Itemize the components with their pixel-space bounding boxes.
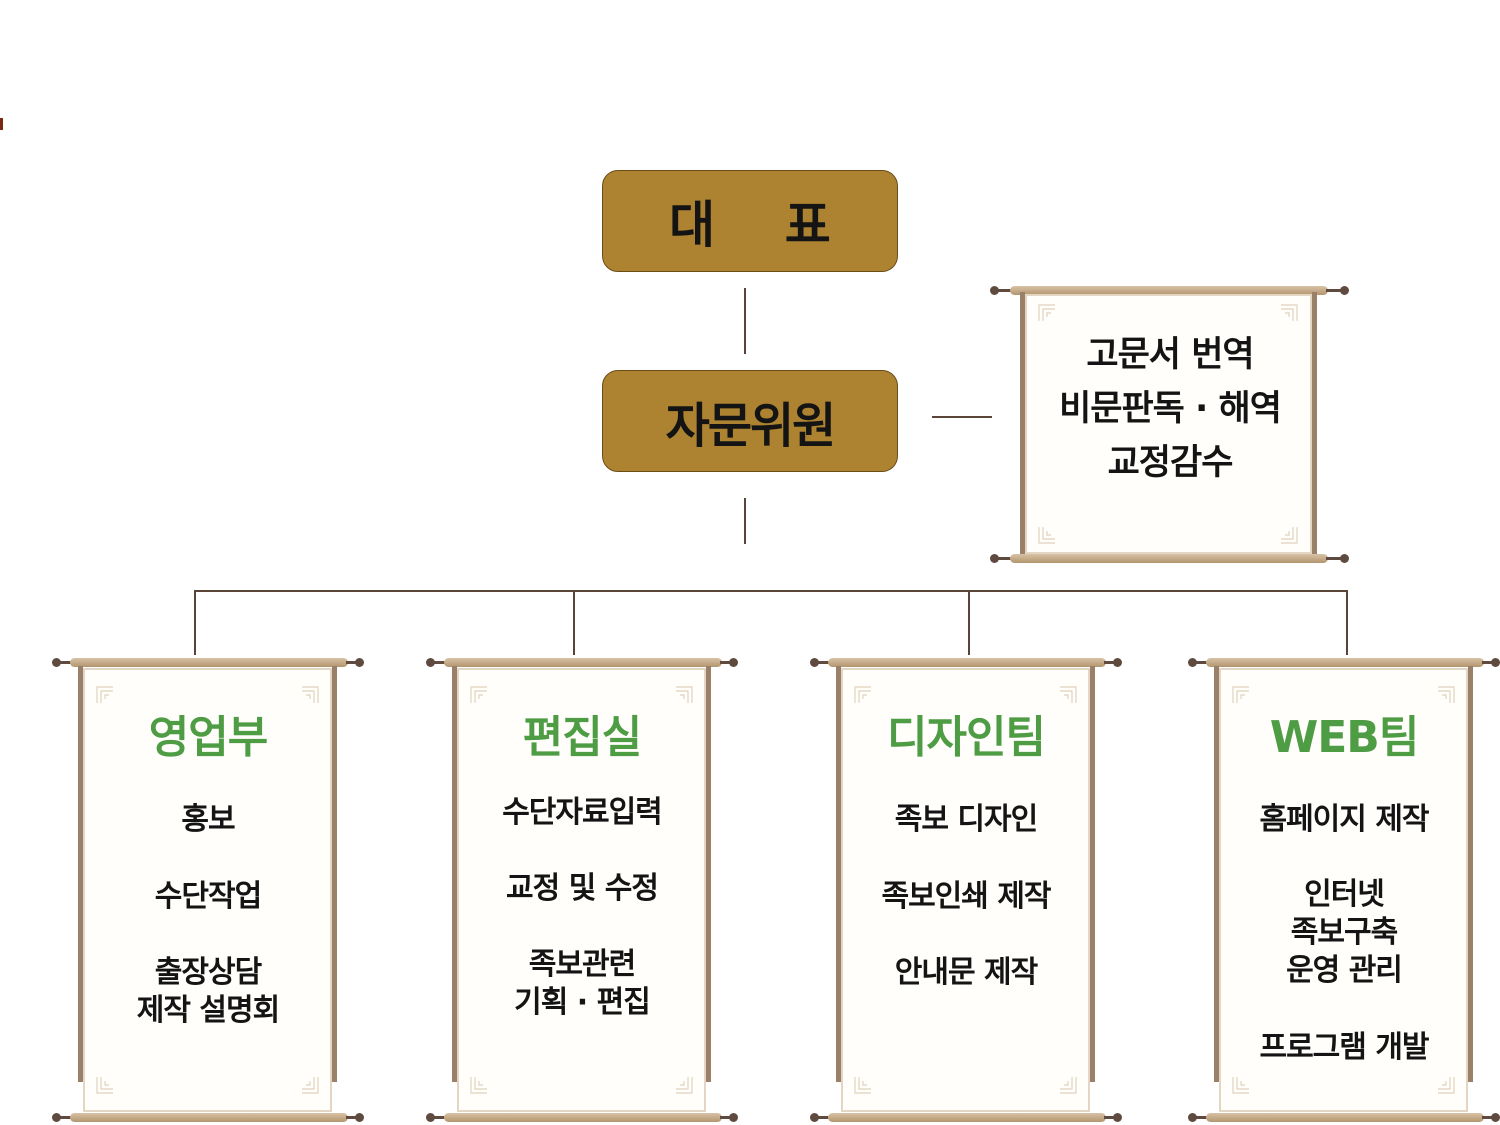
edge-mark	[0, 118, 3, 130]
advisory-duty-proofreading: 교정감수	[1107, 443, 1234, 483]
department-item-web-1: 홈페이지 제작	[1259, 802, 1429, 837]
connector-ceo-advisory	[744, 288, 746, 354]
branch-line-web	[1346, 590, 1348, 655]
department-title-editing: 편집실	[522, 712, 642, 763]
department-title-web: WEB팀	[1269, 712, 1420, 763]
advisory-duties-scroll: 고문서 번역 비문판독 · 해역 교정감수	[990, 286, 1350, 564]
department-item-editing-3: 족보관련 기획 · 편집	[514, 947, 651, 1020]
department-item-design-1: 족보 디자인	[894, 802, 1038, 837]
department-item-web-3: 프로그램 개발	[1259, 1030, 1429, 1065]
connector-advisory-departments	[744, 498, 746, 544]
department-item-sales-2: 수단작업	[154, 879, 262, 914]
department-item-sales-1: 홍보	[181, 802, 235, 837]
scroll-corner-ornament	[1038, 304, 1055, 321]
advisory-duty-inscription: 비문판독 · 해역	[1059, 389, 1282, 429]
advisory-label: 자문위원	[665, 398, 837, 454]
ceo-label: 대 표	[669, 196, 831, 254]
advisory-box: 자문위원	[602, 370, 898, 472]
department-item-web-2: 인터넷 족보구축 운영 관리	[1286, 877, 1403, 988]
branch-line-design	[968, 590, 970, 655]
department-title-sales: 영업부	[148, 712, 268, 763]
branch-line-sales	[194, 590, 196, 655]
scroll-corner-ornament	[1281, 527, 1298, 544]
department-item-design-2: 족보인쇄 제작	[881, 879, 1051, 914]
scroll-corner-ornament	[1281, 304, 1298, 321]
advisory-duty-translation: 고문서 번역	[1086, 335, 1254, 375]
connector-advisory-duties	[932, 416, 992, 418]
department-title-design: 디자인팀	[887, 712, 1046, 763]
department-item-sales-3: 출장상담 제작 설명회	[136, 955, 280, 1028]
advisory-duties-list: 고문서 번역 비문판독 · 해역 교정감수	[1010, 328, 1330, 490]
department-bus-line	[194, 590, 1348, 592]
department-item-design-3: 안내문 제작	[894, 955, 1038, 990]
scroll-corner-ornament	[1038, 527, 1055, 544]
ceo-box: 대 표	[602, 170, 898, 272]
department-item-editing-2: 교정 및 수정	[506, 871, 659, 906]
department-item-editing-1: 수단자료입력	[502, 795, 663, 830]
branch-line-editing	[573, 590, 575, 655]
